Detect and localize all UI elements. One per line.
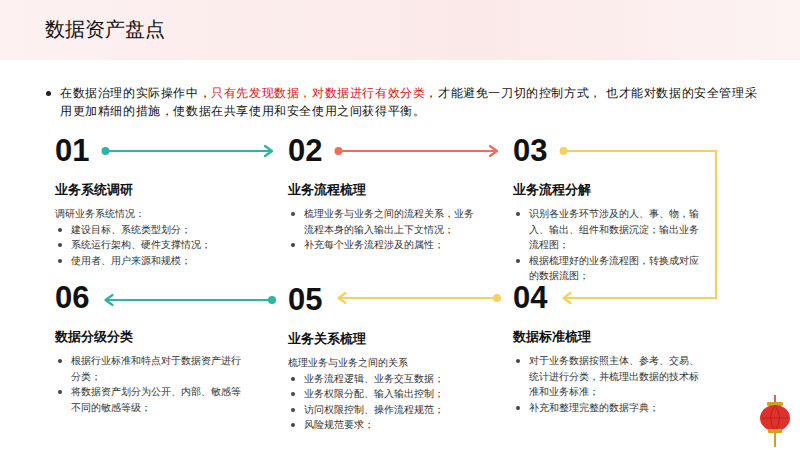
step-bullet: 补充每个业务流程涉及的属性； [288, 237, 483, 253]
step-number: 03 [513, 133, 547, 169]
bullet-dot [291, 243, 295, 247]
step-number: 02 [288, 133, 322, 169]
step-bullet: 系统运行架构、硬件支撑情况； [55, 237, 250, 253]
bullet-dot [291, 423, 295, 427]
bullet-text: 系统运行架构、硬件支撑情况； [71, 238, 211, 250]
bullet-dot [46, 91, 51, 96]
step-bullet: 访问权限控制、操作流程规范； [288, 402, 483, 418]
step-bullet: 根据行业标准和特点对于数据资产进行分类； [55, 353, 250, 384]
step-node: 05 业务关系梳理梳理业务与业务之间的关系业务流程逻辑、业务交互数据； 业务权限分配… [288, 282, 483, 433]
step-bullet: 风险规范要求； [288, 417, 483, 433]
step-bullet: 梳理业务与业务之间的流程关系，业务流程本身的输入输出上下文情况； [288, 206, 483, 237]
flow-connector [334, 146, 497, 156]
bullet-dot [516, 212, 520, 216]
step-bullet: 根据梳理好的业务流程图，转换成对应的数据流图； [513, 253, 708, 284]
number-row: 03 [513, 133, 708, 169]
intro-text: 在数据治理的实际操作中， [60, 86, 211, 100]
step-node: 01 业务系统调研调研业务系统情况：建设目标、系统类型划分； 系统运行架构、硬件支撑… [55, 133, 250, 268]
step-number: 04 [513, 280, 547, 316]
step-heading: 数据分级分类 [55, 328, 250, 346]
bullet-text: 风险规范要求； [304, 418, 374, 430]
step-bullet: 建设目标、系统类型划分； [55, 222, 250, 238]
step-bullet: 业务权限分配、输入输出控制； [288, 386, 483, 402]
intro-paragraph: 在数据治理的实际操作中，只有先发现数据，对数据进行有效分类，才能避免一刀切的控制… [60, 84, 760, 120]
step-number: 06 [55, 280, 89, 316]
step-bullet: 使用者、用户来源和规模； [55, 253, 250, 269]
step-heading: 业务流程分解 [513, 181, 708, 199]
bullet-dot [291, 212, 295, 216]
step-heading: 业务系统调研 [55, 181, 250, 199]
step-number: 01 [55, 133, 89, 169]
flow-connector [105, 295, 276, 305]
step-node: 04 数据标准梳理对于业务数据按照主体、参考、交易、统计进行分类，并梳理出数据的技… [513, 280, 708, 415]
step-node: 03 业务流程分解识别各业务环节涉及的人、事、物，输入、输出、组件和数据沉淀；输出… [513, 133, 708, 284]
bullet-dot [291, 392, 295, 396]
intro-text: 只有先发现数据，对数据进行有效分类 [211, 86, 425, 100]
bullet-dot [58, 390, 62, 394]
bullet-dot [516, 359, 520, 363]
bullet-text: 对于业务数据按照主体、参考、交易、统计进行分类，并梳理出数据的技术标准和业务标准… [529, 354, 699, 397]
flow-connector [338, 293, 501, 303]
bullet-text: 补充每个业务流程涉及的属性； [304, 238, 444, 250]
bullet-dot [58, 243, 62, 247]
step-intro: 梳理业务与业务之间的关系 [288, 355, 483, 371]
step-heading: 业务流程梳理 [288, 181, 483, 199]
step-bullet: 对于业务数据按照主体、参考、交易、统计进行分类，并梳理出数据的技术标准和业务标准… [513, 353, 708, 400]
bullet-text: 根据行业标准和特点对于数据资产进行分类； [71, 354, 241, 382]
bullet-dot [291, 377, 295, 381]
step-bullet: 业务流程逻辑、业务交互数据； [288, 371, 483, 387]
bullet-dot [291, 408, 295, 412]
bullet-text: 访问权限控制、操作流程规范； [304, 403, 444, 415]
step-node: 02 业务流程梳理梳理业务与业务之间的流程关系，业务流程本身的输入输出上下文情况；… [288, 133, 483, 253]
bullet-text: 根据梳理好的业务流程图，转换成对应的数据流图； [529, 254, 699, 282]
step-heading: 数据标准梳理 [513, 328, 708, 346]
bullet-dot [58, 259, 62, 263]
bullet-dot [516, 406, 520, 410]
bullet-text: 业务权限分配、输入输出控制； [304, 387, 444, 399]
bullet-text: 建设目标、系统类型划分； [71, 223, 191, 235]
bullet-dot [516, 259, 520, 263]
bullet-text: 业务流程逻辑、业务交互数据； [304, 372, 444, 384]
number-row: 06 [55, 280, 250, 316]
bullet-text: 补充和整理完整的数据字典； [529, 401, 659, 413]
number-row: 04 [513, 280, 708, 316]
bullet-text: 使用者、用户来源和规模； [71, 254, 191, 266]
step-bullet: 将数据资产划分为公开、内部、敏感等不同的敏感等级； [55, 384, 250, 415]
bullet-dot [58, 228, 62, 232]
step-bullet: 识别各业务环节涉及的人、事、物，输入、输出、组件和数据沉淀；输出业务流程图； [513, 206, 708, 253]
step-bullet: 补充和整理完整的数据字典； [513, 400, 708, 416]
number-row: 02 [288, 133, 483, 169]
step-number: 05 [288, 282, 322, 318]
number-row: 01 [55, 133, 250, 169]
number-row: 05 [288, 282, 483, 318]
step-node: 06 数据分级分类根据行业标准和特点对于数据资产进行分类； 将数据资产划分为公开、内… [55, 280, 250, 415]
step-intro: 调研业务系统情况： [55, 206, 250, 222]
bullet-dot [58, 359, 62, 363]
bullet-text: 梳理业务与业务之间的流程关系，业务流程本身的输入输出上下文情况； [304, 207, 474, 235]
bullet-text: 将数据资产划分为公开、内部、敏感等不同的敏感等级； [71, 385, 241, 413]
page-title: 数据资产盘点 [45, 16, 165, 43]
flow-connector [101, 146, 272, 156]
bullet-text: 识别各业务环节涉及的人、事、物，输入、输出、组件和数据沉淀；输出业务流程图； [529, 207, 699, 250]
step-heading: 业务关系梳理 [288, 330, 483, 348]
